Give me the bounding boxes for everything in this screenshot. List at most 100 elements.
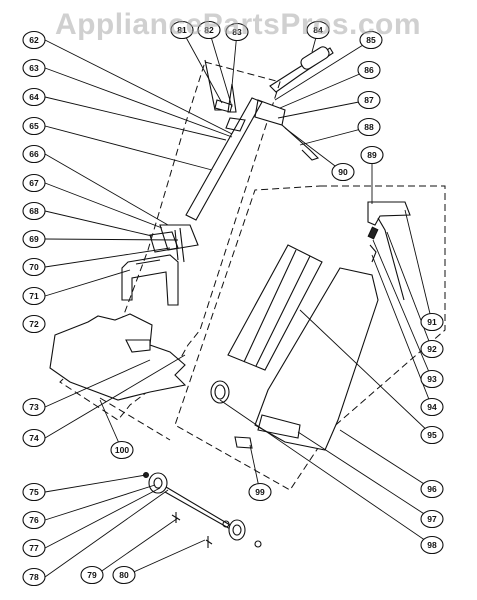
callout-bubble <box>22 30 46 50</box>
callout-number: 67 <box>29 178 39 188</box>
callout-bubble <box>80 565 104 585</box>
callout-78: 78 <box>22 567 46 587</box>
callout-bubble <box>420 397 444 417</box>
callout-76: 76 <box>22 510 46 530</box>
watermark-text: AppliancePartsPros.com <box>54 8 422 41</box>
callout-bubble <box>306 20 330 40</box>
callout-number: 63 <box>29 63 39 73</box>
callout-81: 81 <box>170 20 194 40</box>
callout-bubble <box>331 162 355 182</box>
callout-64: 64 <box>22 87 46 107</box>
callout-bubble <box>22 397 46 417</box>
callout-99: 99 <box>248 482 272 502</box>
leader-lines <box>44 29 433 578</box>
callout-89: 89 <box>360 145 384 165</box>
callout-number: 97 <box>427 514 437 524</box>
callout-number: 89 <box>367 150 377 160</box>
group-outline-handle <box>59 61 281 441</box>
callout-number: 76 <box>29 515 39 525</box>
callout-bubble <box>22 286 46 306</box>
callout-63: 63 <box>22 58 46 78</box>
motor-assembly <box>143 472 262 548</box>
callout-65: 65 <box>22 116 46 136</box>
callout-number: 74 <box>29 433 39 443</box>
callout-bubble <box>420 425 444 445</box>
callout-72: 72 <box>22 314 46 334</box>
callout-95: 95 <box>420 425 444 445</box>
callout-91: 91 <box>420 312 444 332</box>
callout-bubble <box>357 117 381 137</box>
callout-bubble <box>22 116 46 136</box>
callout-number: 80 <box>119 570 129 580</box>
callout-number: 70 <box>29 262 39 272</box>
callout-bubble <box>22 257 46 277</box>
callout-number: 88 <box>364 122 374 132</box>
callout-bubble <box>110 440 134 460</box>
callout-bubble <box>420 339 444 359</box>
callout-84: 84 <box>306 20 330 40</box>
callout-73: 73 <box>22 397 46 417</box>
callout-bubble <box>22 567 46 587</box>
callout-87: 87 <box>357 90 381 110</box>
callout-bubble <box>420 509 444 529</box>
callout-number: 85 <box>366 35 376 45</box>
callout-67: 67 <box>22 173 46 193</box>
callout-bubble <box>22 87 46 107</box>
callout-bubble <box>420 312 444 332</box>
callout-number: 98 <box>427 540 437 550</box>
callout-bubble <box>22 58 46 78</box>
callout-88: 88 <box>357 117 381 137</box>
callout-68: 68 <box>22 201 46 221</box>
callout-93: 93 <box>420 369 444 389</box>
callout-bubble <box>359 30 383 50</box>
callout-number: 90 <box>338 167 348 177</box>
callout-69: 69 <box>22 229 46 249</box>
callout-bubble <box>360 145 384 165</box>
handle-assembly <box>121 46 334 306</box>
callout-79: 79 <box>80 565 104 585</box>
callout-bubble <box>420 479 444 499</box>
callout-96: 96 <box>420 479 444 499</box>
callout-number: 86 <box>364 65 374 75</box>
callout-94: 94 <box>420 397 444 417</box>
callout-number: 83 <box>232 27 242 37</box>
callout-number: 65 <box>29 121 39 131</box>
callout-number: 78 <box>29 572 39 582</box>
callout-97: 97 <box>420 509 444 529</box>
callout-number: 96 <box>427 484 437 494</box>
callout-bubble <box>112 565 136 585</box>
callout-bubble <box>248 482 272 502</box>
cover-flap <box>49 313 187 401</box>
callout-number: 71 <box>29 291 39 301</box>
callout-number: 87 <box>364 95 374 105</box>
callout-number: 66 <box>29 149 39 159</box>
callout-90: 90 <box>331 162 355 182</box>
callout-98: 98 <box>420 535 444 555</box>
callout-71: 71 <box>22 286 46 306</box>
callout-86: 86 <box>357 60 381 80</box>
callout-number: 94 <box>427 402 437 412</box>
bag-assembly <box>210 201 411 451</box>
callout-number: 69 <box>29 234 39 244</box>
callout-bubble <box>22 201 46 221</box>
callout-92: 92 <box>420 339 444 359</box>
callout-bubble <box>22 482 46 502</box>
callout-number: 95 <box>427 430 437 440</box>
callout-number: 99 <box>255 487 265 497</box>
callout-bubble <box>357 60 381 80</box>
callout-number: 91 <box>427 317 437 327</box>
callout-75: 75 <box>22 482 46 502</box>
callout-80: 80 <box>112 565 136 585</box>
callout-number: 92 <box>427 344 437 354</box>
callout-number: 64 <box>29 92 39 102</box>
callout-62: 62 <box>22 30 46 50</box>
callout-bubble <box>22 314 46 334</box>
callout-77: 77 <box>22 538 46 558</box>
callout-labels: 62 63 64 65 66 67 68 69 70 71 72 73 74 75 76 77 78 79 80 81… <box>22 20 444 587</box>
callout-number: 73 <box>29 402 39 412</box>
callout-number: 62 <box>29 35 39 45</box>
callout-74: 74 <box>22 428 46 448</box>
callout-bubble <box>22 428 46 448</box>
callout-bubble <box>420 369 444 389</box>
